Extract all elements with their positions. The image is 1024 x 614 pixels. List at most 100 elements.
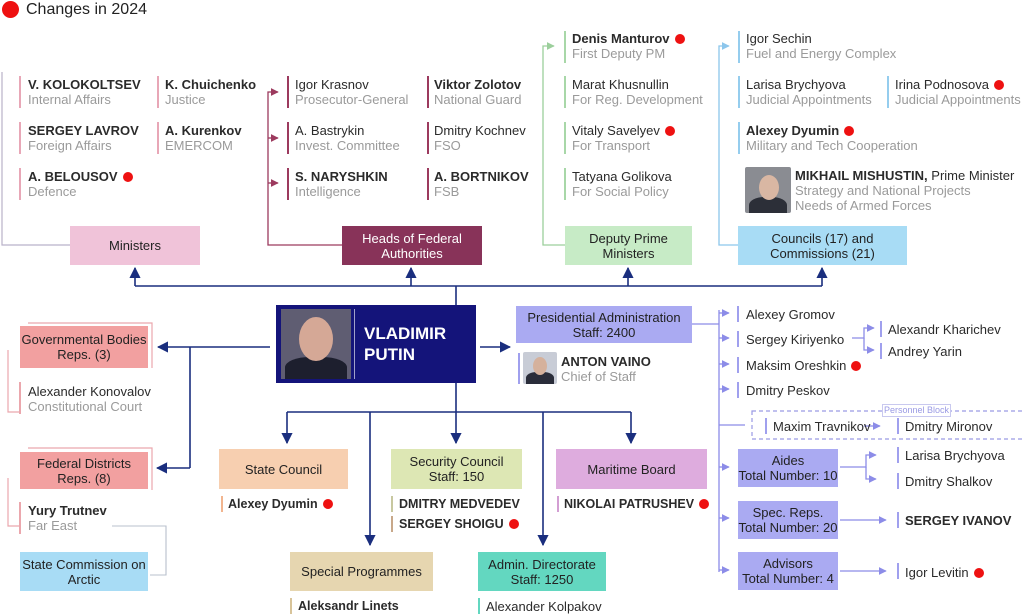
- person-name: Larisa Brychyova: [905, 448, 1005, 463]
- deputy-pm-name: Tatyana Golikova: [572, 169, 672, 184]
- council-person-role: Judicial Appointments: [746, 92, 872, 107]
- person-name: Maxim Travnikov: [773, 419, 871, 434]
- deputy-pm-item: Tatyana Golikova For Social Policy: [572, 169, 672, 199]
- minister-role: Defence: [28, 184, 77, 199]
- change-marker: [664, 126, 675, 136]
- security-council-member: DMITRY MEDVEDEV: [399, 497, 520, 512]
- federal-head-item: Igor Krasnov Prosecutor-General: [295, 77, 408, 107]
- deputy-pm-item: Vitaly Savelyev For Transport: [572, 123, 675, 153]
- deputy-pm-role: For Reg. Development: [572, 92, 703, 107]
- federal-head-name: S. NARYSHKIN: [295, 169, 388, 184]
- representative-role: Constitutional Court: [28, 399, 143, 414]
- presidential-administration-box[interactable]: Presidential Administration Staff: 2400: [516, 306, 692, 343]
- minister-item: A. BELOUSOV Defence: [28, 169, 133, 199]
- person-name: SERGEY IVANOV: [905, 513, 1012, 528]
- person-name: Alexandr Kharichev: [888, 322, 1001, 337]
- spec-reps-label: Spec. Reps.: [752, 505, 824, 520]
- pm-role: Needs of Armed Forces: [795, 198, 932, 213]
- vaino-photo: [523, 352, 557, 384]
- kiriyenko-subordinate: Andrey Yarin: [888, 344, 962, 359]
- person-name: Dmitry Shalkov: [905, 474, 993, 489]
- pm-name: MIKHAIL MISHUSTIN,: [795, 168, 928, 183]
- federal-head-item: S. NARYSHKIN Intelligence: [295, 169, 388, 199]
- member-name: DMITRY MEDVEDEV: [399, 497, 520, 511]
- change-marker: [973, 568, 984, 578]
- aide-person: Dmitry Shalkov: [905, 474, 992, 489]
- federal-head-name: Viktor Zolotov: [434, 77, 522, 92]
- person-name: Alexey Gromov: [746, 307, 835, 322]
- spec-reps-box[interactable]: Spec. Reps. Total Number: 20: [738, 501, 838, 539]
- advisors-box[interactable]: Advisors Total Number: 4: [738, 552, 838, 590]
- administration-person: Sergey Kiriyenko: [746, 332, 844, 347]
- aides-label: Aides: [771, 453, 805, 468]
- minister-item: K. Chuichenko Justice: [165, 77, 256, 107]
- federal-districts-box[interactable]: Federal Districts Reps. (8): [20, 452, 148, 489]
- federal-head-item: A. Bastrykin Invest. Committee: [295, 123, 400, 153]
- person-name: Andrey Yarin: [888, 344, 962, 359]
- governmental-bodies-box[interactable]: Governmental Bodies Reps. (3): [20, 326, 148, 368]
- deputy-pm-name: Marat Khusnullin: [572, 77, 669, 92]
- change-marker: [508, 519, 519, 529]
- admin-directorate-label: Admin. Directorate: [488, 556, 596, 572]
- advisors-label: Advisors: [763, 556, 813, 571]
- security-council-staff: Staff: 150: [428, 469, 485, 484]
- advisors-total: Total Number: 4: [742, 571, 834, 586]
- administration-person: Dmitry Peskov: [746, 383, 830, 398]
- federal-head-item: Dmitry Kochnev FSO: [434, 123, 526, 153]
- deputy-pm-role: For Transport: [572, 138, 651, 153]
- administration-person: Maksim Oreshkin: [746, 358, 862, 373]
- change-marker: [699, 499, 710, 509]
- minister-item: A. Kurenkov EMERCOM: [165, 123, 242, 153]
- deputy-pm-name: Denis Manturov: [572, 31, 670, 46]
- federal-authorities-box[interactable]: Heads of Federal Authorities: [342, 226, 482, 265]
- personnel-block-label: Personnel Block: [882, 404, 952, 417]
- member-name: Alexey Dyumin: [228, 497, 318, 511]
- council-person-name: Igor Sechin: [746, 31, 812, 46]
- councils-box[interactable]: Councils (17) and Commissions (21): [738, 226, 907, 265]
- aides-box[interactable]: Aides Total Number: 10: [738, 449, 838, 487]
- federal-head-name: A. Bastrykin: [295, 123, 365, 138]
- person-name: Sergey Kiriyenko: [746, 332, 845, 347]
- security-council-label: Security Council: [409, 454, 504, 469]
- person-name: Igor Levitin: [905, 565, 969, 580]
- chief-of-staff-item: ANTON VAINO Chief of Staff: [561, 354, 651, 384]
- spec-reps-total: Total Number: 20: [738, 520, 838, 535]
- federal-head-role: Intelligence: [295, 184, 361, 199]
- maritime-board-member: NIKOLAI PATRUSHEV: [564, 497, 710, 512]
- chief-name: ANTON VAINO: [561, 354, 651, 369]
- admin-directorate-member: Alexander Kolpakov: [486, 599, 602, 614]
- deputy-pm-item: Marat Khusnullin For Reg. Development: [572, 77, 703, 107]
- federal-head-role: Prosecutor-General: [295, 92, 409, 107]
- federal-head-role: Invest. Committee: [295, 138, 400, 153]
- federal-head-item: Viktor Zolotov National Guard: [434, 77, 521, 107]
- council-item: Irina Podnosova Judicial Appointments: [895, 77, 1021, 107]
- ministers-box[interactable]: Ministers: [70, 226, 200, 265]
- council-person-name: Alexey Dyumin: [746, 123, 840, 138]
- administration-staff: Staff: 2400: [572, 324, 636, 340]
- state-council-box[interactable]: State Council: [219, 449, 348, 489]
- council-person-role: Fuel and Energy Complex: [746, 46, 897, 61]
- head-of-state-box[interactable]: VLADIMIR PUTIN: [276, 305, 476, 383]
- legend-label: Changes in 2024: [26, 1, 147, 18]
- maritime-board-box[interactable]: Maritime Board: [556, 449, 707, 489]
- administration-person: Alexey Gromov: [746, 307, 835, 322]
- council-person-name: Irina Podnosova: [895, 77, 989, 92]
- spec-rep-person: SERGEY IVANOV: [905, 513, 1011, 528]
- minister-role: Justice: [165, 92, 206, 107]
- member-name: NIKOLAI PATRUSHEV: [564, 497, 695, 511]
- federal-head-role: National Guard: [434, 92, 522, 107]
- pm-title: Prime Minister: [931, 168, 1015, 183]
- pm-role: Strategy and National Projects: [795, 183, 971, 198]
- advisor-person: Igor Levitin: [905, 565, 984, 580]
- security-council-box[interactable]: Security Council Staff: 150: [391, 449, 522, 489]
- council-person-name: Larisa Brychyova: [746, 77, 846, 92]
- change-marker: [993, 80, 1004, 90]
- admin-directorate-box[interactable]: Admin. Directorate Staff: 1250: [478, 552, 606, 591]
- putin-photo: [281, 309, 351, 379]
- special-programmes-box[interactable]: Special Programmes: [290, 552, 433, 591]
- arctic-commission-box[interactable]: State Commission on Arctic: [20, 552, 148, 591]
- deputy-pm-box[interactable]: Deputy Prime Ministers: [565, 226, 692, 265]
- deputy-pm-role: First Deputy PM: [572, 46, 666, 61]
- kiriyenko-subordinate: Alexandr Kharichev: [888, 322, 1001, 337]
